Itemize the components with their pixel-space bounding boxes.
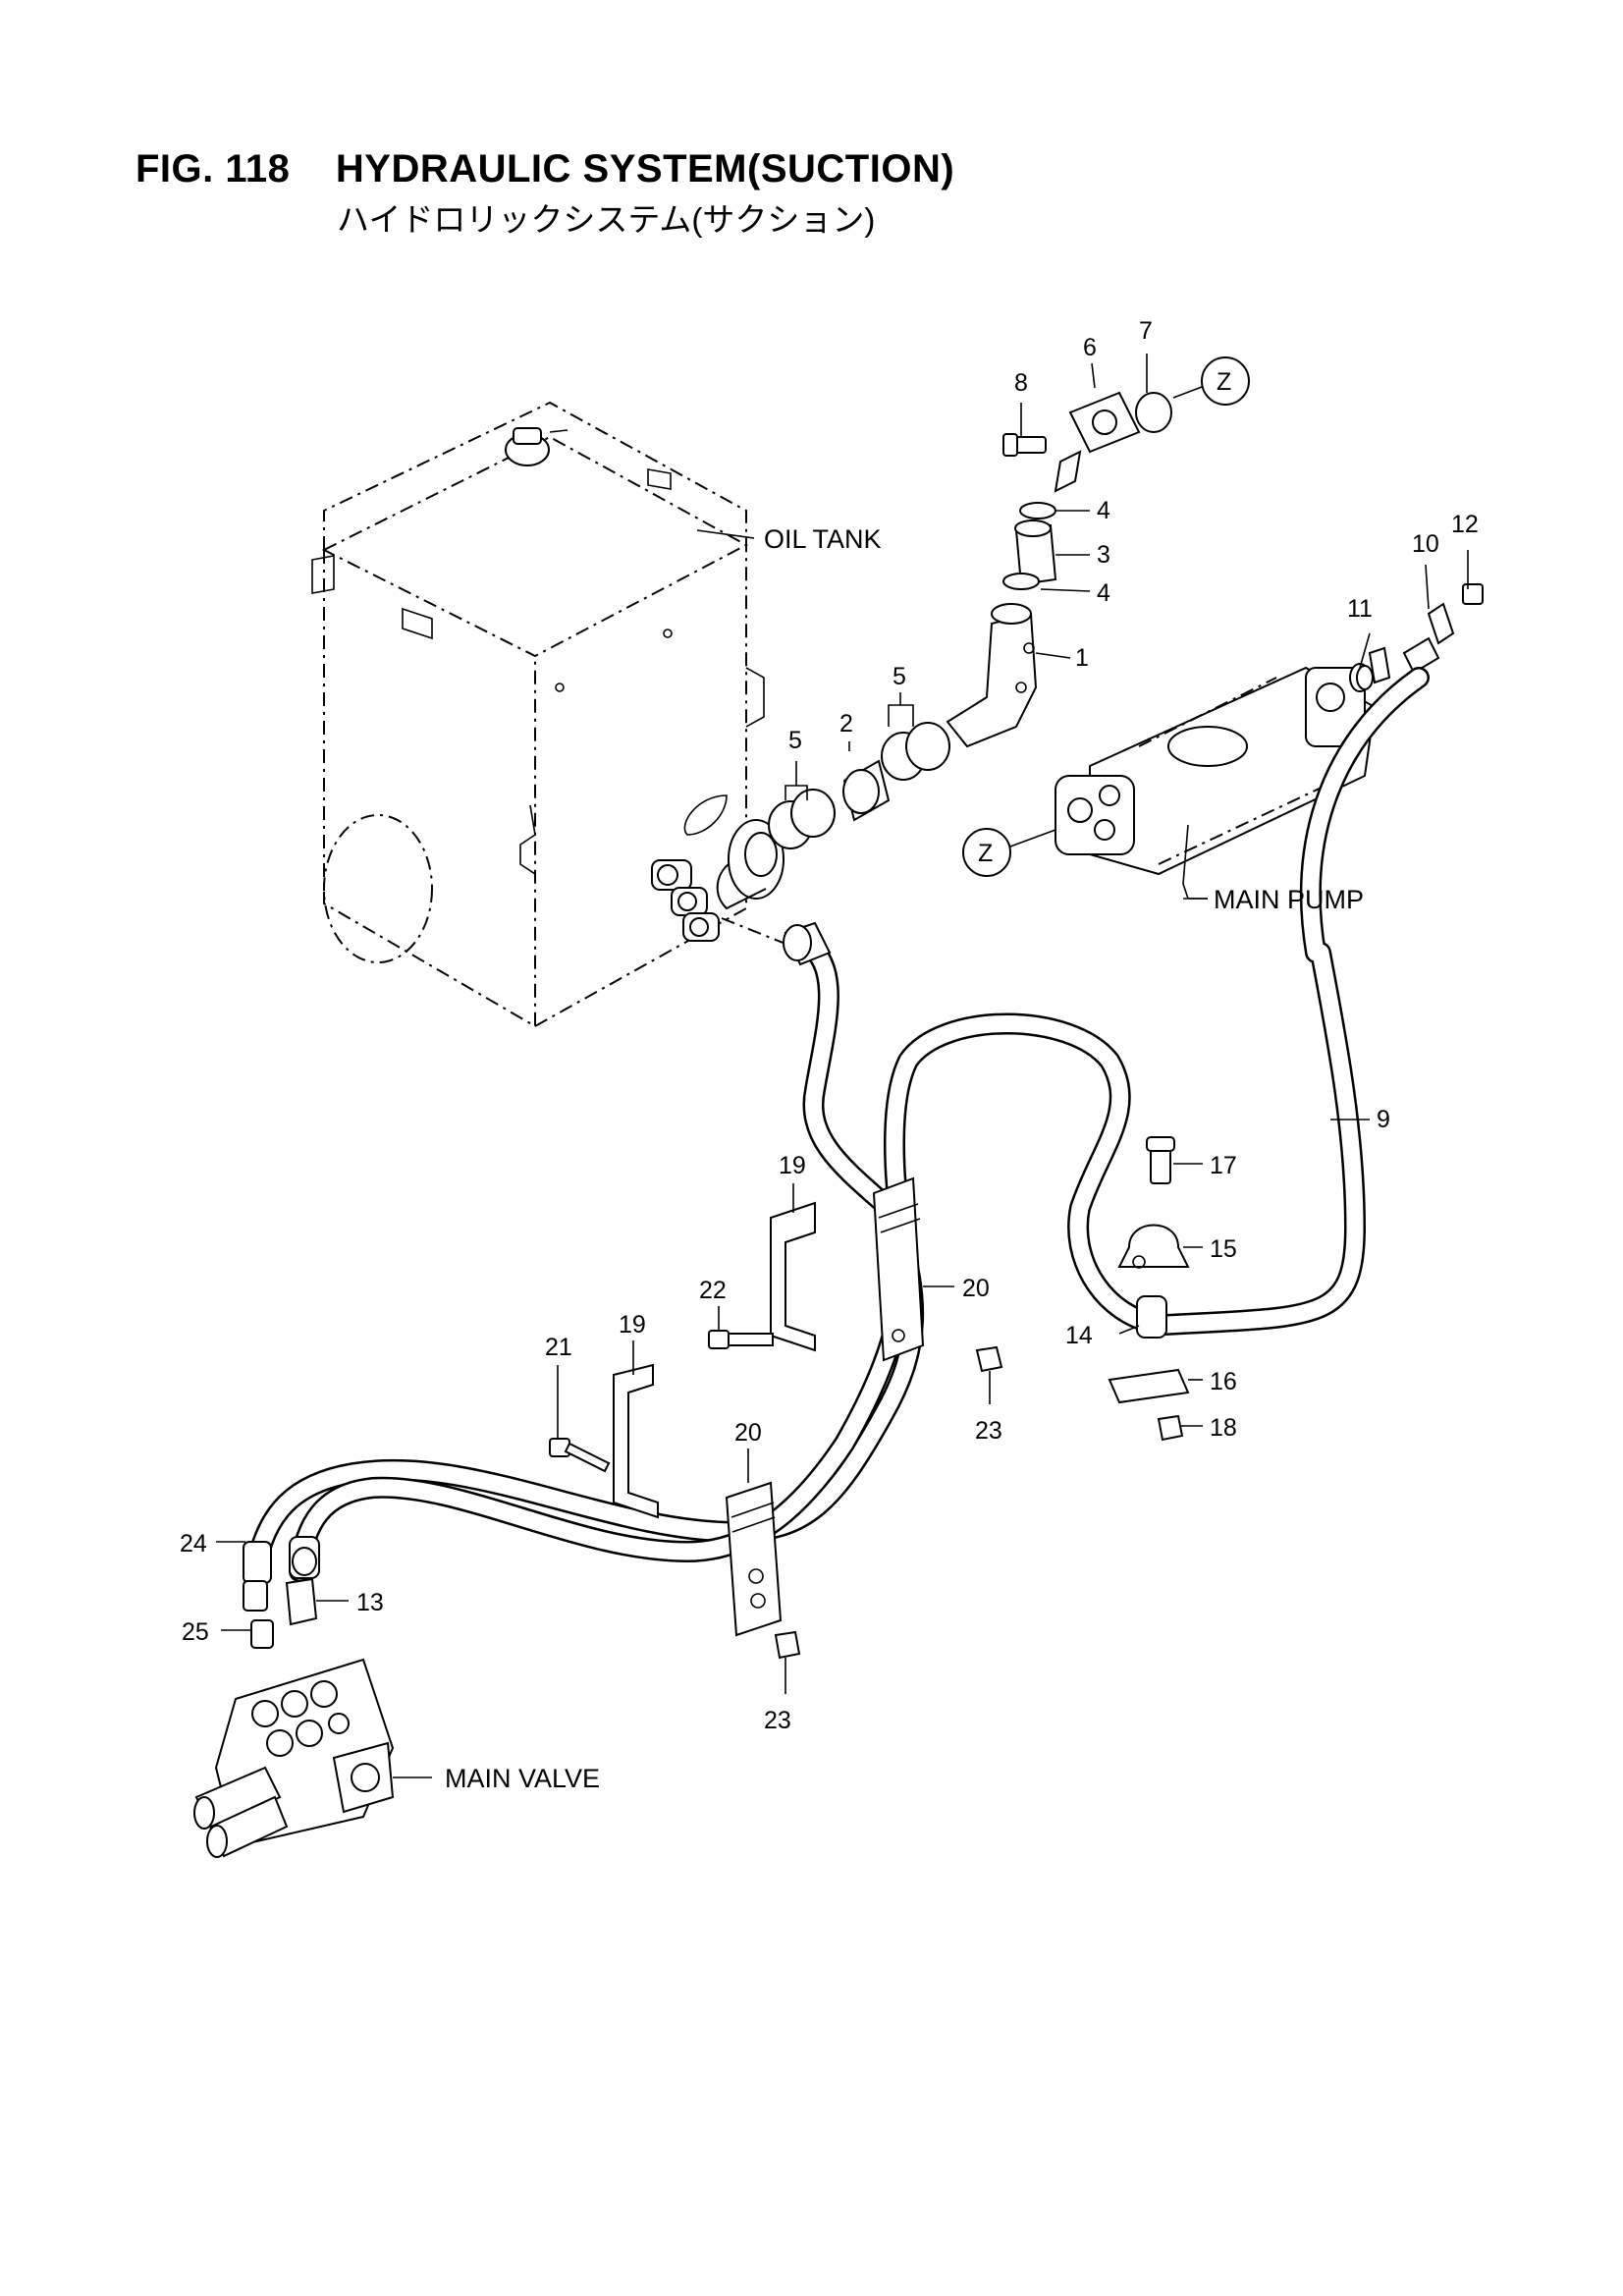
- callout-24: 24: [180, 1530, 207, 1558]
- clamp-parts-14-18: [1108, 1136, 1190, 1442]
- clamp-upper-20: [872, 1176, 925, 1362]
- callout-18: 18: [1210, 1414, 1237, 1442]
- label-main-pump: MAIN PUMP: [1214, 885, 1364, 914]
- tank-access-cover: [323, 814, 433, 963]
- callout-5-right: 5: [893, 663, 906, 690]
- main-valve: [193, 1658, 432, 1858]
- label-z-lower: Z: [978, 840, 993, 867]
- hose-end-fittings: [243, 921, 1167, 1649]
- oring-7: [1135, 392, 1172, 433]
- pump-fittings: [1356, 583, 1484, 690]
- callout-20-lower: 20: [734, 1419, 762, 1447]
- clamps-4: [1002, 502, 1056, 590]
- tank-fittings: [651, 859, 796, 949]
- callout-10: 10: [1412, 530, 1439, 558]
- callout-16: 16: [1210, 1368, 1237, 1395]
- clamps-5: [768, 722, 950, 849]
- bracket-19-upper: [770, 1201, 816, 1352]
- hose-2: [842, 759, 891, 822]
- plate-16: [1108, 1368, 1190, 1404]
- nut-23-upper: [975, 1345, 1003, 1373]
- elbow-13: [285, 1577, 318, 1626]
- suction-hoses: [244, 932, 1155, 1582]
- callout-2: 2: [839, 710, 853, 738]
- callout-23-upper: 23: [975, 1417, 1002, 1445]
- callout-17: 17: [1210, 1152, 1237, 1179]
- bolt-21: [549, 1438, 611, 1473]
- adapter-25: [250, 1619, 274, 1649]
- callout-4-upper: 4: [1097, 497, 1110, 524]
- component-labels: OIL TANK MAIN PUMP MAIN VALVE Z Z: [445, 368, 1364, 1793]
- label-z-upper: Z: [1217, 368, 1231, 396]
- hose-9: [1138, 667, 1430, 1337]
- nut-18: [1157, 1414, 1184, 1442]
- callout-13: 13: [356, 1589, 384, 1616]
- filler-cap-top: [513, 427, 542, 445]
- clamp-15: [1117, 1224, 1190, 1268]
- figure-subtitle: ハイドロリックシステム(サクション): [337, 201, 876, 238]
- leader-lines: [216, 354, 1469, 1694]
- figure-title-block: FIG. 118 HYDRAULIC SYSTEM(SUCTION) ハイドロリ…: [135, 147, 954, 241]
- callout-11: 11: [1347, 595, 1373, 623]
- callout-1: 1: [1075, 644, 1089, 672]
- callout-numbers: 1 2 3 4 4 5 5 6 7 8 9 10 11 12 13 14 15 …: [180, 317, 1479, 1734]
- callout-23-lower: 23: [764, 1707, 791, 1734]
- callout-4-lower: 4: [1097, 579, 1110, 607]
- bolt-8: [1002, 433, 1047, 457]
- flange-6: [1054, 391, 1141, 493]
- callout-19-lower: 19: [619, 1311, 646, 1339]
- callout-21: 21: [545, 1334, 572, 1361]
- figure-title: FIG. 118 HYDRAULIC SYSTEM(SUCTION): [135, 147, 955, 191]
- callout-8: 8: [1014, 369, 1028, 397]
- z-circle-upper: [1172, 356, 1250, 406]
- callout-6: 6: [1083, 334, 1097, 361]
- callout-20-upper: 20: [962, 1275, 990, 1302]
- callout-3: 3: [1097, 541, 1110, 569]
- bracket-19-lower: [613, 1363, 659, 1519]
- hose-3: [1014, 519, 1057, 586]
- callout-22: 22: [699, 1277, 727, 1304]
- bolt-22: [708, 1330, 774, 1349]
- nut-23-lower: [774, 1630, 801, 1660]
- callout-12: 12: [1451, 511, 1479, 538]
- callout-19-upper: 19: [779, 1152, 806, 1179]
- clamp-lower-20: [725, 1481, 783, 1637]
- callout-15: 15: [1210, 1235, 1237, 1263]
- label-oil-tank: OIL TANK: [764, 524, 882, 554]
- main-pump: [1055, 663, 1377, 900]
- hose-fitting-14: [1136, 1295, 1167, 1339]
- callout-25: 25: [182, 1618, 209, 1646]
- callout-14: 14: [1065, 1322, 1093, 1349]
- label-main-valve: MAIN VALVE: [445, 1764, 600, 1793]
- callout-7: 7: [1139, 317, 1153, 345]
- oil-tank: [311, 401, 784, 1028]
- callout-5-left: 5: [788, 727, 802, 754]
- callout-9: 9: [1377, 1106, 1390, 1133]
- z-circle-lower: [962, 828, 1056, 877]
- suction-elbow-1: [946, 603, 1038, 748]
